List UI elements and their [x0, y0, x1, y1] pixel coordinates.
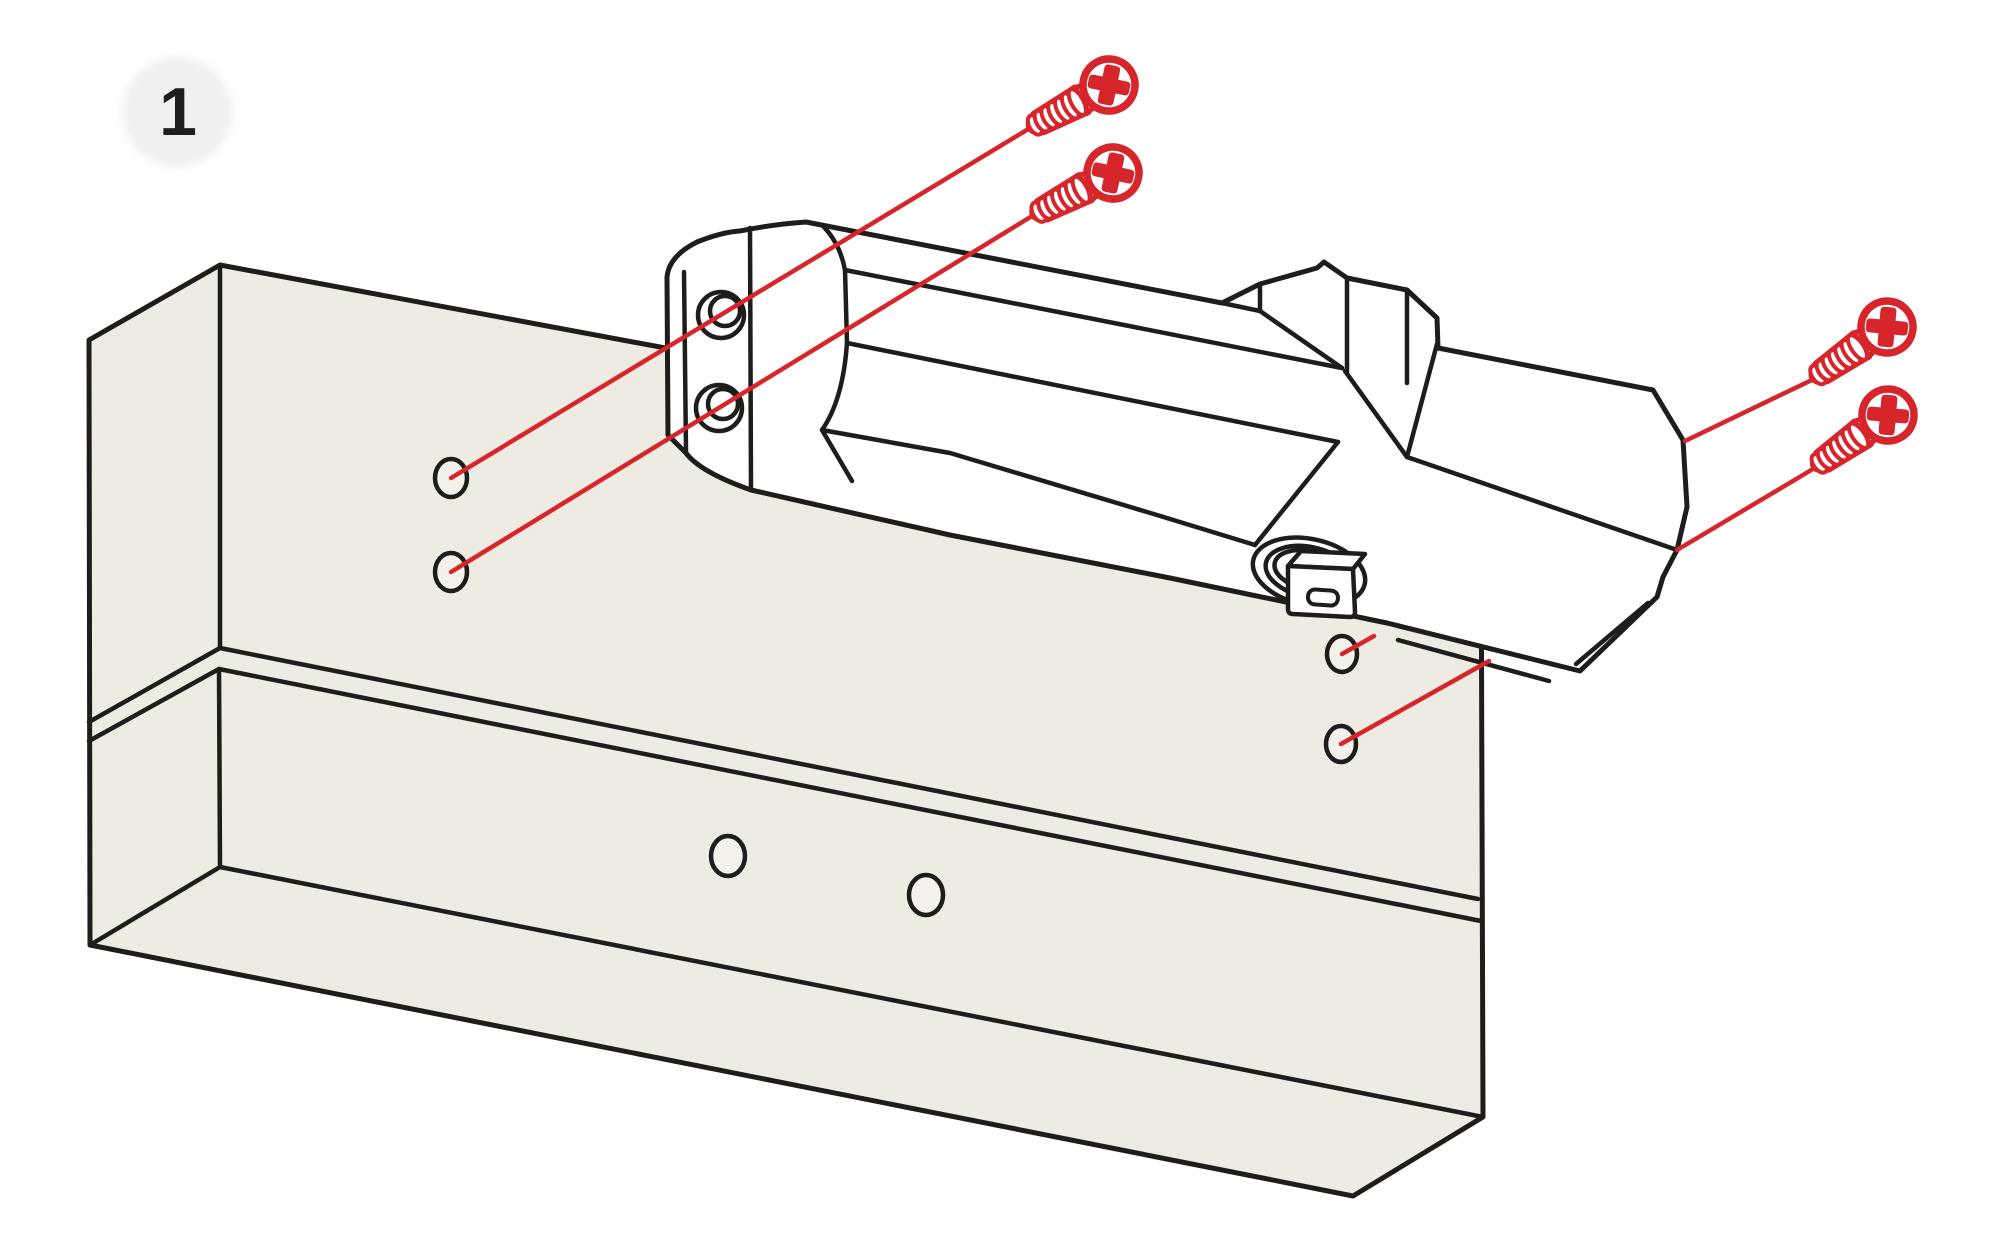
leader-line [1339, 633, 1377, 657]
leader-lines [448, 122, 1821, 747]
phillips-screw-icon [1020, 138, 1148, 239]
closer-silhouette [664, 219, 1690, 674]
phillips-screw-icon [1017, 50, 1145, 151]
frame-bottom-edge [86, 645, 1481, 902]
leader-line [1338, 658, 1492, 747]
leader-line [448, 210, 1040, 575]
phillips-screw-icon [1797, 291, 1923, 401]
door-closer-body [664, 219, 1690, 684]
cross-boss [1219, 275, 1440, 460]
pilot-hole [906, 872, 946, 918]
step-badge-circle [122, 57, 232, 167]
leader-line [448, 122, 1038, 481]
leader-line [1682, 375, 1819, 444]
step-badge: 1 [122, 57, 232, 167]
door-top-edge [86, 666, 1484, 924]
step-number: 1 [159, 74, 197, 150]
leader-line [1674, 463, 1821, 553]
pilot-hole [708, 833, 748, 879]
spindle-slot [1305, 587, 1340, 608]
phillips-screw-icon [1799, 379, 1925, 489]
spindle-nut [1250, 535, 1368, 620]
